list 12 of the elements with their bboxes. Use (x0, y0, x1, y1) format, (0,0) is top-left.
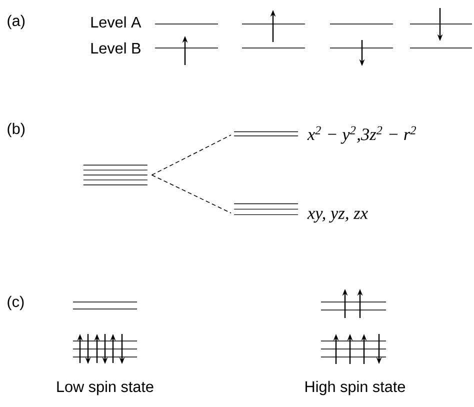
state-label: High spin state (306, 380, 405, 396)
dashed-line (151, 134, 232, 176)
dashed-line (151, 174, 232, 214)
panel-label: (b) (8, 122, 25, 138)
level-label: Level B (91, 42, 140, 54)
level-label: Level A (91, 16, 142, 28)
level-group: xy, yz, zx (234, 203, 368, 223)
panel-label: (a) (8, 14, 25, 30)
panel-label: (c) (8, 296, 24, 310)
level-group: x$^{2}$ − y$^{2}$,3z$^{2}$ − r$^{2}$ (234, 126, 416, 144)
level-group (83, 164, 148, 186)
state-label: Low spin state (57, 380, 154, 396)
